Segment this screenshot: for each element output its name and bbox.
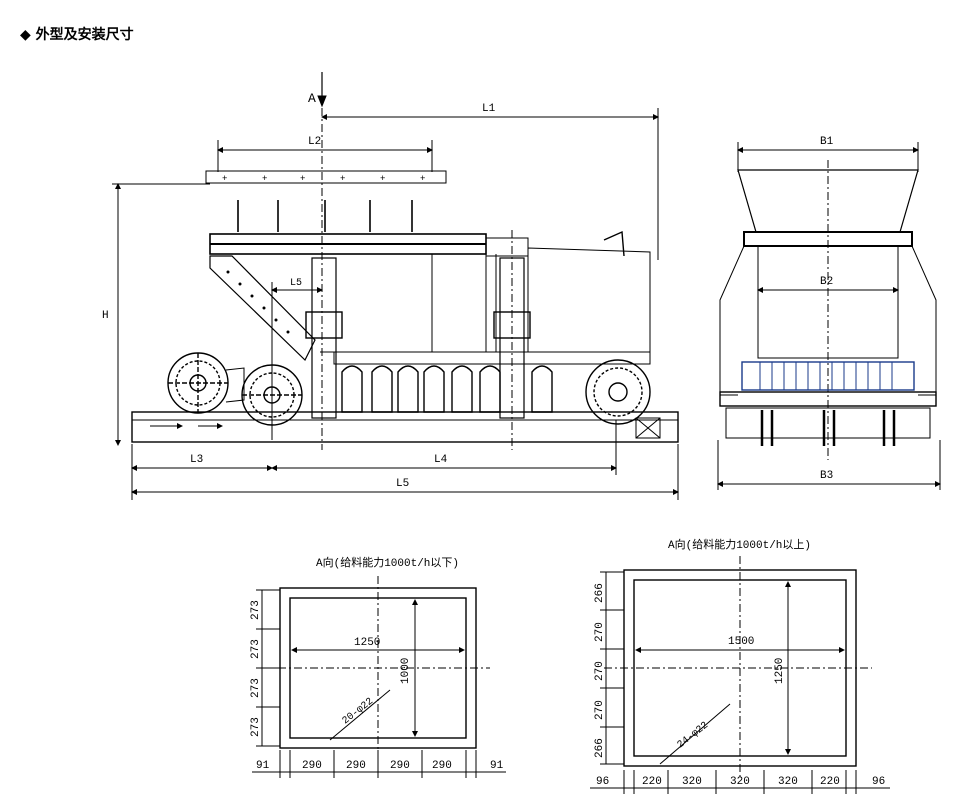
a-view-small: A向(给料能力1000t/h以下) 1250 1000 20-φ22 273 2… <box>250 555 506 778</box>
a-small-bottom-dims: 91 290 290 290 290 91 <box>252 750 506 778</box>
dim-b1-label: B1 <box>820 136 834 148</box>
dim-b2: B2 <box>757 276 899 293</box>
a-small-width: 1250 <box>354 637 380 649</box>
bullet-icon: ◆ <box>20 27 31 43</box>
a-view-large: A向(给料能力1000t/h以上) 1500 1250 24-φ22 266 2… <box>590 537 890 794</box>
a-large-left-5: 266 <box>594 738 606 758</box>
dim-ls: L5 <box>271 278 323 440</box>
dim-h-label: H <box>102 310 109 322</box>
connector-block <box>485 237 529 257</box>
svg-text:+: + <box>262 174 267 184</box>
a-large-bottom-2: 220 <box>642 776 662 788</box>
a-large-left-4: 270 <box>594 700 606 720</box>
inclined-chute <box>209 255 316 362</box>
drive-wheel-1 <box>167 352 229 414</box>
a-view-small-title: A向(给料能力1000t/h以下) <box>316 555 459 570</box>
drive-wheel-2 <box>241 364 303 426</box>
a-large-bottom-4: 320 <box>730 776 750 788</box>
side-view: A L1 L2 + + + + + + <box>102 72 679 500</box>
a-large-bottom-3: 320 <box>682 776 702 788</box>
a-small-left-2: 273 <box>250 639 262 659</box>
dim-l5-label: L5 <box>396 478 409 490</box>
a-small-left-3: 273 <box>250 678 262 698</box>
dim-b3-label: B3 <box>820 470 833 482</box>
view-a-label: A <box>308 91 316 106</box>
svg-text:+: + <box>300 174 305 184</box>
a-large-holes: 24-φ22 <box>676 720 711 751</box>
tail-wheel <box>585 359 651 425</box>
a-view-large-title: A向(给料能力1000t/h以上) <box>668 537 811 552</box>
trough-inner <box>320 253 487 353</box>
end-view: B1 B2 B3 <box>717 136 941 490</box>
svg-text:+: + <box>420 174 425 184</box>
a-small-left-dims: 273 273 273 273 <box>250 589 280 747</box>
a-large-left-1: 266 <box>594 583 606 603</box>
a-large-left-3: 270 <box>594 661 606 681</box>
chain-plates <box>341 365 553 413</box>
view-a-marker: A <box>308 72 327 108</box>
dim-h: H <box>102 183 210 446</box>
a-large-bottom-7: 96 <box>872 776 885 788</box>
dim-l1-label: L1 <box>482 103 496 115</box>
a-small-left-1: 273 <box>250 600 262 620</box>
a-large-bottom-dims: 96 220 320 320 320 220 96 <box>590 770 890 794</box>
a-small-left-4: 273 <box>250 717 262 737</box>
end-base <box>725 407 931 439</box>
a-small-bottom-3: 290 <box>346 760 366 772</box>
a-large-left-dims: 266 270 270 270 266 <box>594 571 624 765</box>
hopper-studs <box>237 200 413 232</box>
base-end-plate <box>635 417 661 439</box>
a-small-bottom-2: 290 <box>302 760 322 772</box>
a-small-holes: 20-φ22 <box>341 696 376 727</box>
section-header: ◆ 外型及安装尺寸 <box>20 24 134 44</box>
dim-l1: L1 <box>321 103 659 260</box>
svg-text:+: + <box>380 174 385 184</box>
a-small-bottom-5: 290 <box>432 760 452 772</box>
a-large-width: 1500 <box>728 636 754 648</box>
a-large-left-2: 270 <box>594 622 606 642</box>
end-trough <box>757 245 899 359</box>
section-title: 外型及安装尺寸 <box>35 27 134 43</box>
chain-rail <box>333 351 651 365</box>
dim-l4-label: L4 <box>434 454 448 466</box>
a-large-height: 1250 <box>774 658 786 684</box>
end-base-beam <box>719 391 937 407</box>
a-small-bottom-1: 91 <box>256 760 270 772</box>
dim-l3-label: L3 <box>190 454 203 466</box>
a-large-bottom-5: 320 <box>778 776 798 788</box>
dim-b3: B3 <box>717 440 941 490</box>
svg-text:+: + <box>340 174 345 184</box>
dim-l5: L5 <box>131 478 679 495</box>
dim-l2: L2 <box>217 136 433 172</box>
dim-b2-label: B2 <box>820 276 833 288</box>
a-small-bottom-4: 290 <box>390 760 410 772</box>
end-chain-plates <box>741 361 915 391</box>
a-small-bottom-6: 91 <box>490 760 504 772</box>
a-small-height: 1000 <box>400 658 412 684</box>
a-large-bottom-1: 96 <box>596 776 609 788</box>
base-frame <box>131 411 679 443</box>
top-flange <box>205 170 447 184</box>
dim-ls-label: L5 <box>290 278 302 289</box>
dim-b1: B1 <box>737 136 919 172</box>
dim-l2-label: L2 <box>308 136 321 148</box>
a-large-bottom-6: 220 <box>820 776 840 788</box>
dim-l3-l4: L3 L4 <box>131 420 679 500</box>
svg-text:+: + <box>222 174 227 184</box>
trough-body <box>527 247 651 353</box>
